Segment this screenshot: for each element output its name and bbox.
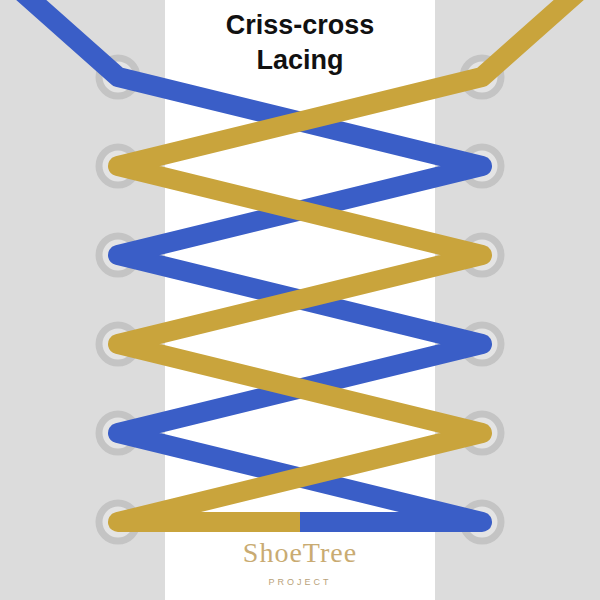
gold-lace [118, 0, 580, 522]
title: Criss-cross Lacing [200, 8, 400, 78]
watermark: ShoeTree [170, 538, 430, 569]
watermark: PROJECT [170, 578, 430, 588]
